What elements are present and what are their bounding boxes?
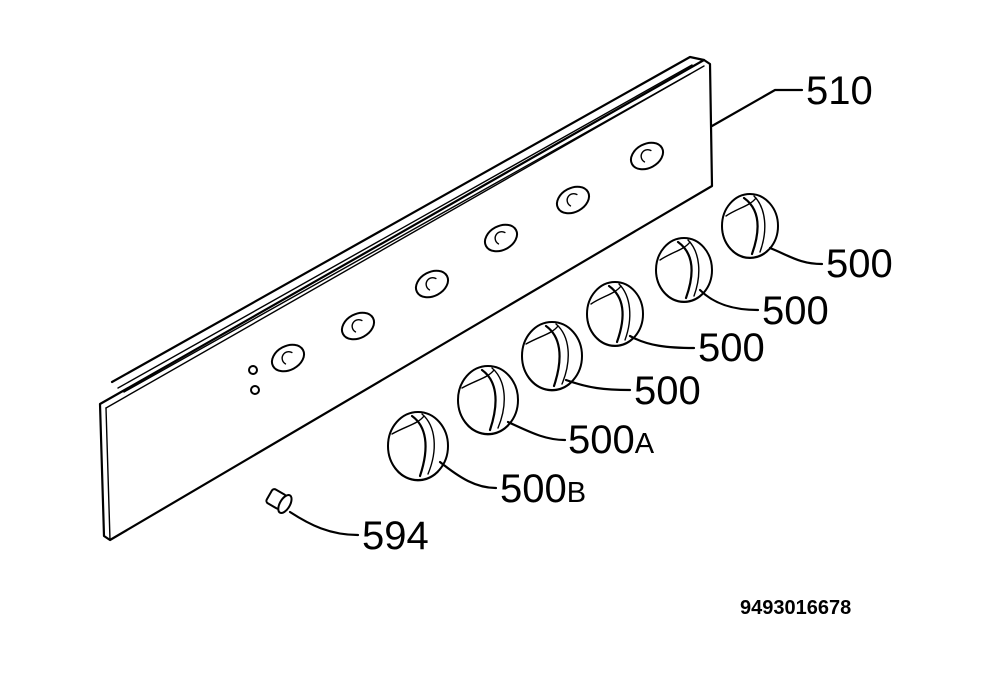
callout-594: 594 — [362, 514, 429, 558]
knob-500b — [387, 411, 449, 482]
pin-594 — [265, 488, 293, 515]
knob-hole — [555, 185, 591, 215]
knob-hole — [340, 311, 376, 341]
knob-hole — [483, 223, 519, 253]
callout-500a-suffix: A — [635, 428, 655, 460]
callout-510: 510 — [806, 69, 873, 113]
control-panel — [98, 55, 714, 542]
knob-500 — [721, 193, 779, 259]
callout-500: 500 — [762, 289, 829, 333]
callout-500: 500 — [698, 326, 765, 370]
callout-500b-suffix: B — [567, 477, 586, 509]
callout-500a: 500A — [568, 418, 655, 462]
callout-500b: 500B — [500, 467, 586, 511]
callout-500: 500 — [826, 242, 893, 286]
knob-hole — [270, 343, 306, 373]
knob-hole — [414, 269, 450, 299]
knob-500a — [457, 365, 519, 436]
knob-500 — [655, 237, 713, 303]
knob-hole — [629, 141, 665, 171]
callout-500b-main: 500 — [500, 467, 567, 511]
knob-500 — [521, 321, 583, 392]
knob-500 — [586, 281, 644, 347]
indicator-lights — [248, 365, 260, 395]
callout-500: 500 — [634, 369, 701, 413]
document-number: 9493016678 — [740, 597, 851, 619]
callout-500a-main: 500 — [568, 418, 635, 462]
callout-labels: 510 500 500 500 500 500A 500B 594 — [362, 69, 893, 558]
leader-lines — [288, 88, 824, 537]
